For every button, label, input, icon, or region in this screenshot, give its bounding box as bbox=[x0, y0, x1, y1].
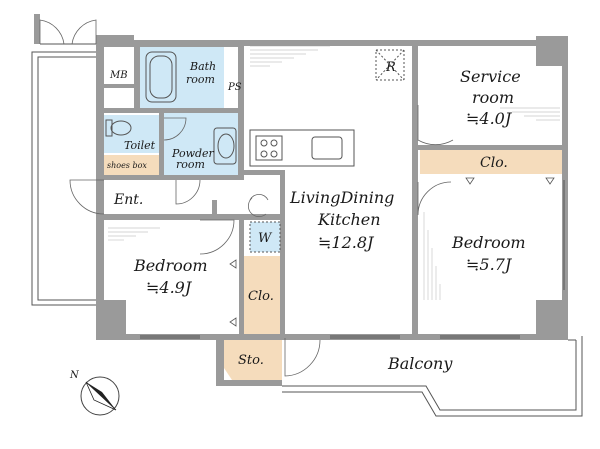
closet-triangles bbox=[229, 177, 555, 327]
kitchen-counter bbox=[249, 129, 355, 167]
refrigerator-box bbox=[375, 49, 405, 81]
compass-ring bbox=[80, 376, 120, 416]
walls bbox=[96, 35, 568, 386]
balcony-outline bbox=[282, 336, 583, 417]
bedroom-right-size: ≒5.7J bbox=[466, 255, 513, 274]
powder-room-floor bbox=[163, 113, 239, 175]
closet-areas bbox=[103, 150, 568, 380]
compass: N bbox=[69, 370, 120, 416]
storage-fill bbox=[220, 340, 282, 380]
wet-areas bbox=[103, 47, 280, 252]
toilet-label: Toilet bbox=[124, 139, 156, 152]
powder-room-label-1: Powder bbox=[171, 147, 215, 160]
ldk-label-1: LivingDining bbox=[289, 188, 394, 207]
closet-right-label: Clo. bbox=[480, 155, 508, 171]
service-room-label-2: room bbox=[472, 88, 514, 107]
ldk-label-2: Kitchen bbox=[317, 210, 381, 229]
washer-label: W bbox=[258, 231, 273, 246]
storage-label: Sto. bbox=[238, 353, 264, 368]
closet-left-label: Clo. bbox=[248, 289, 274, 304]
window-lines bbox=[140, 180, 565, 339]
bathtub bbox=[145, 51, 177, 103]
washer-box bbox=[249, 221, 281, 253]
ps-label: PS bbox=[227, 82, 242, 93]
corridor-outline bbox=[31, 14, 97, 306]
bathroom-label-1: Bath bbox=[189, 60, 216, 73]
entrance-label: Ent. bbox=[113, 192, 143, 208]
service-room-label-1: Service bbox=[460, 67, 521, 86]
door-swings bbox=[69, 105, 454, 377]
balcony-label: Balcony bbox=[387, 354, 453, 373]
closet-right-fill bbox=[420, 150, 568, 174]
refrigerator-label: R bbox=[385, 60, 396, 75]
bedroom-left-label: Bedroom bbox=[133, 256, 208, 275]
washbasin bbox=[213, 127, 237, 165]
powder-room-label-2: room bbox=[176, 158, 205, 171]
ldk-size: ≒12.8J bbox=[318, 233, 375, 252]
washer-floor bbox=[250, 222, 280, 252]
closet-left-fill bbox=[244, 256, 280, 336]
service-room-size: ≒4.0J bbox=[466, 109, 513, 128]
compass-north-label: N bbox=[69, 370, 80, 381]
toilet-fixture bbox=[105, 119, 132, 137]
bathroom-label-2: room bbox=[186, 73, 215, 86]
shoes-box-label: shoes box bbox=[107, 161, 147, 170]
shoes-box-fill bbox=[103, 155, 159, 175]
bedroom-left-size: ≒4.9J bbox=[146, 278, 193, 297]
bedroom-right-label: Bedroom bbox=[451, 233, 526, 252]
mb-label: MB bbox=[109, 70, 128, 81]
